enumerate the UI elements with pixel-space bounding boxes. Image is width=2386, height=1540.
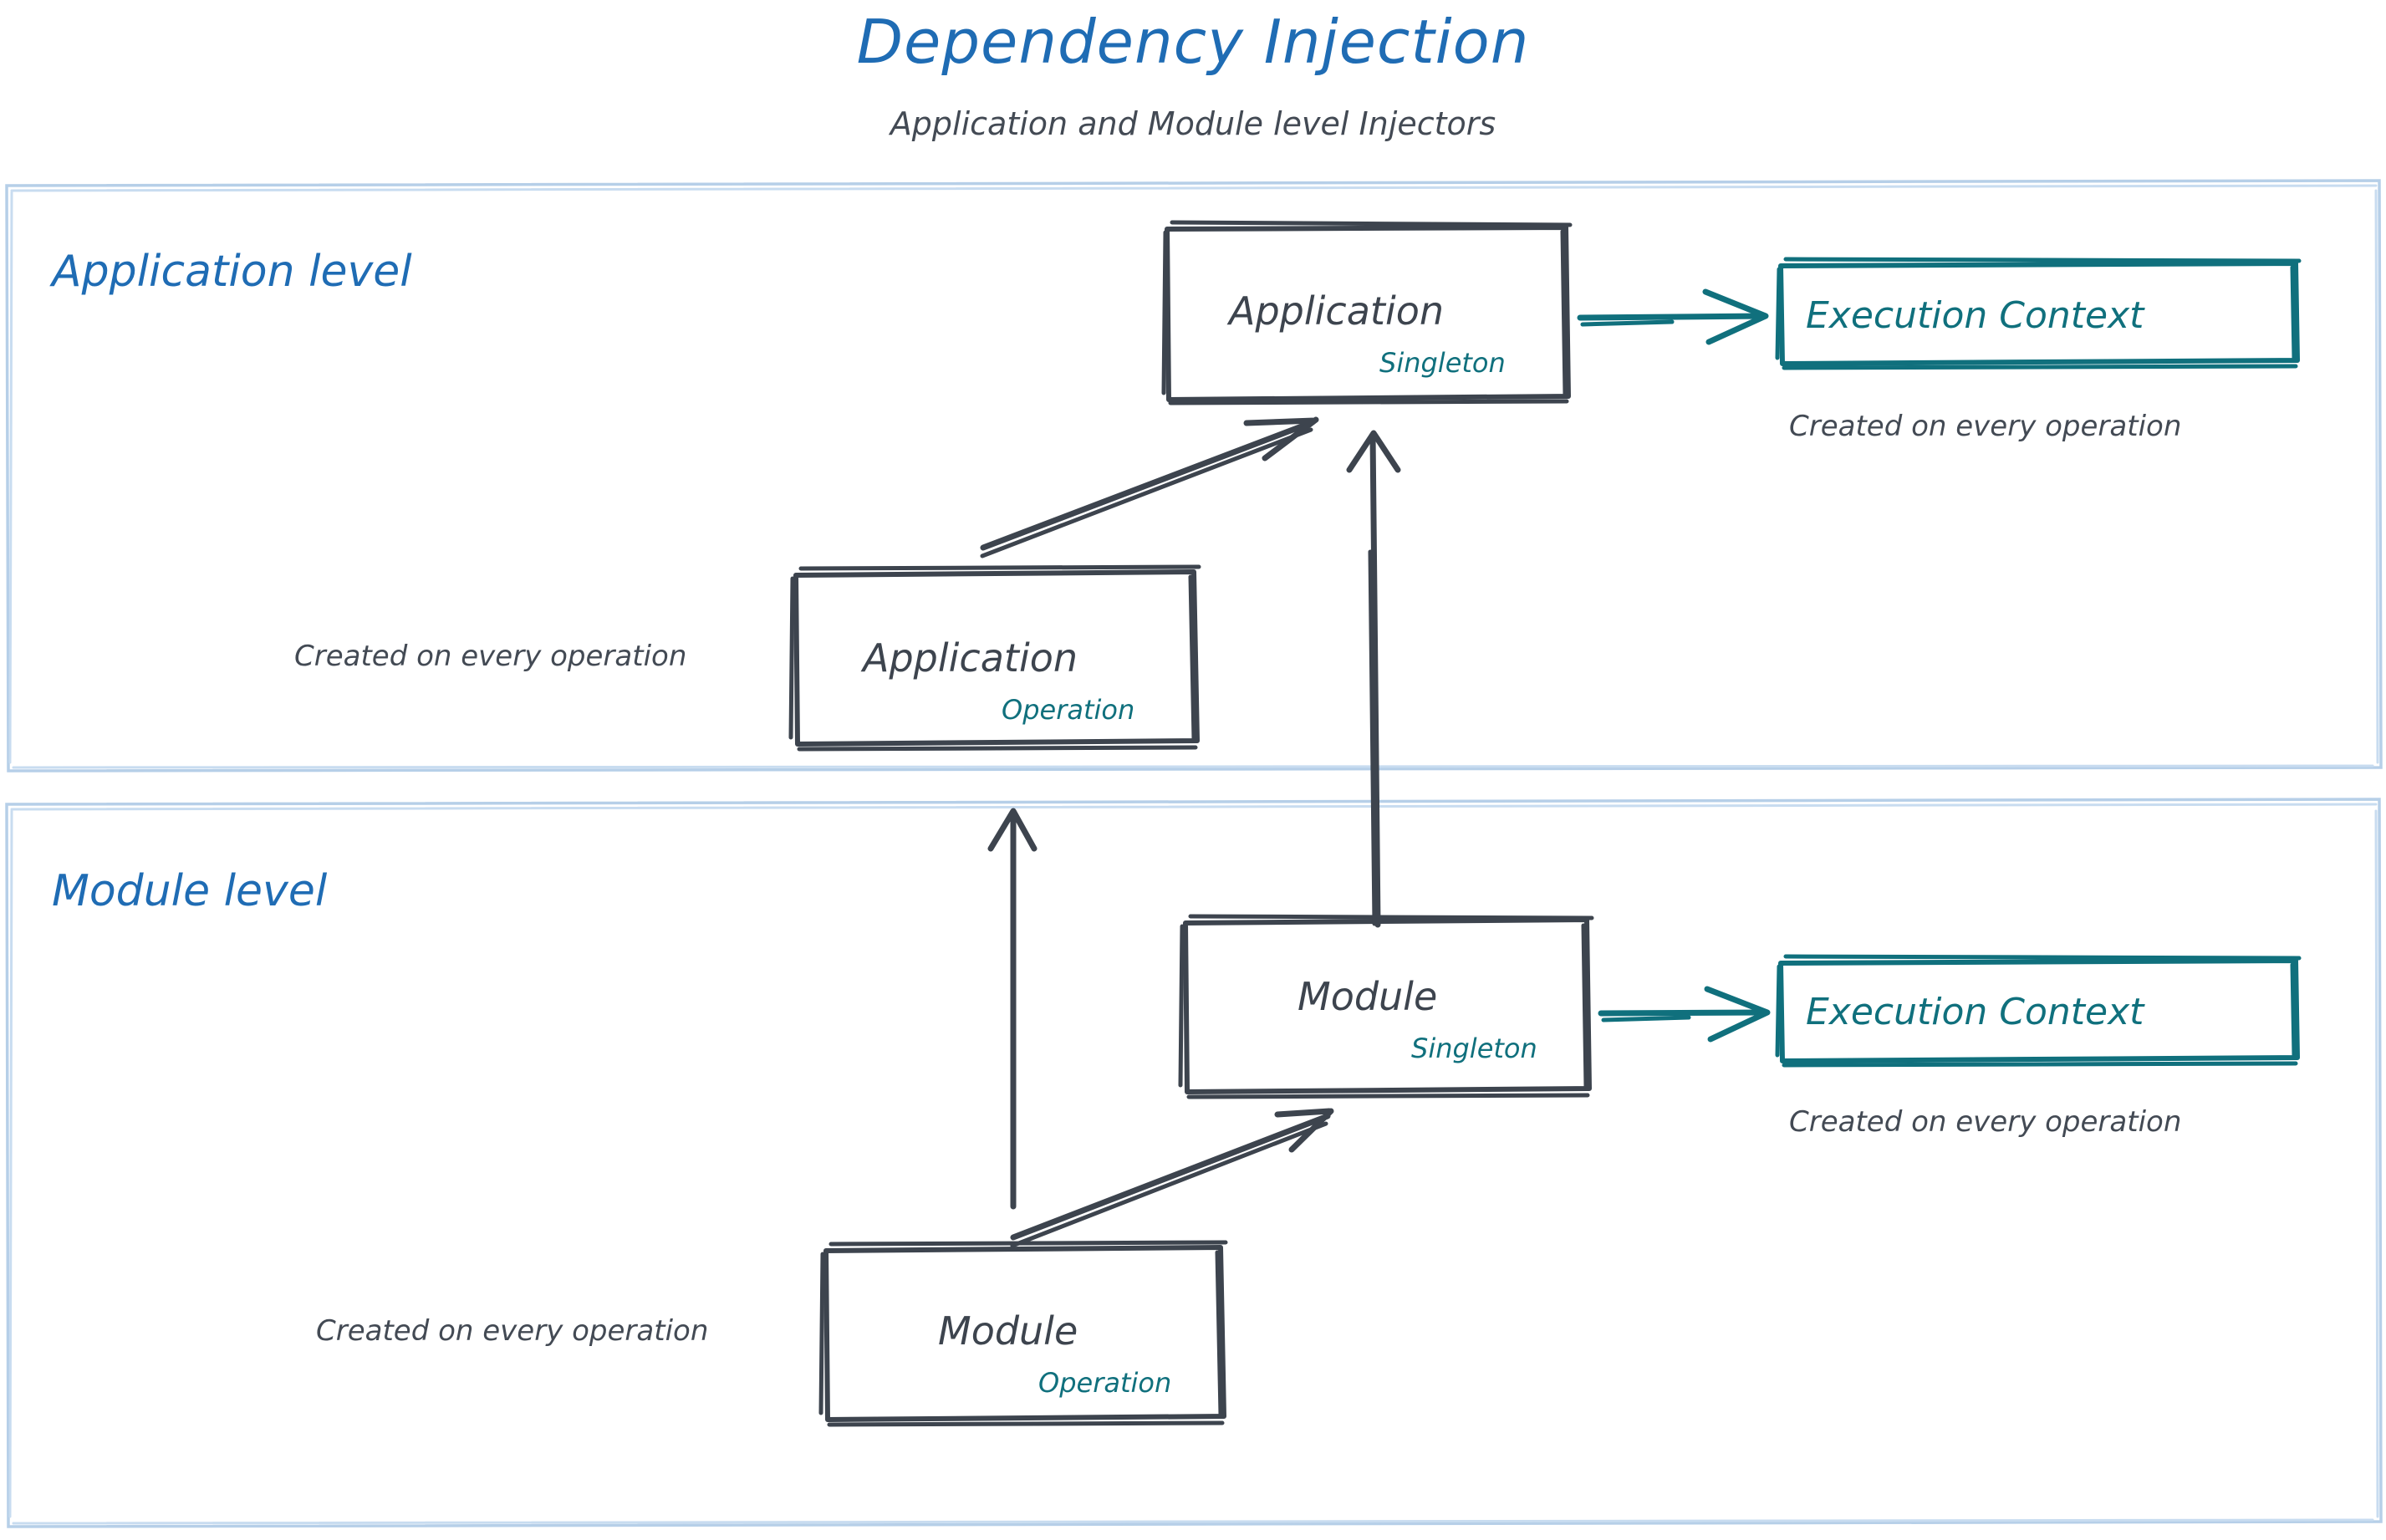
node-title-execution-context-application[interactable]: Execution Context [1806,294,2144,337]
node-title-module-operation[interactable]: Module [938,1308,1078,1354]
page-subtitle: Application and Module level Injectors [890,105,1496,142]
arrow-app-operation-to-app-singleton [980,416,1319,558]
node-scope-module-singleton: Singleton [1411,1033,1537,1064]
node-title-module-singleton[interactable]: Module [1298,974,1438,1019]
note-module-operation: Created on every operation [316,1314,709,1348]
node-title-application-singleton[interactable]: Application [1229,288,1445,334]
arrow-module-operation-to-module-singleton [1010,1108,1334,1248]
section-label-module-level: Module level [52,866,328,916]
arrow-module-singleton-to-app-singleton [1346,430,1401,928]
node-scope-application-operation: Operation [1002,694,1135,726]
section-label-application-level: Application level [52,247,412,297]
arrow-app-singleton-to-exec-context [1577,288,1769,345]
note-execution-context-application: Created on every operation [1789,410,2182,443]
node-scope-module-operation: Operation [1038,1367,1172,1399]
node-title-execution-context-module[interactable]: Execution Context [1806,991,2144,1033]
arrow-module-singleton-to-exec-context [1598,986,1771,1043]
arrow-module-operation-to-app-operation [987,808,1038,1210]
module-level-container [5,798,2383,1528]
note-application-operation: Created on every operation [294,640,687,673]
page-title: Dependency Injection [856,7,1530,77]
node-title-application-operation[interactable]: Application [863,635,1078,681]
note-execution-context-module: Created on every operation [1789,1105,2182,1139]
node-scope-application-singleton: Singleton [1379,347,1506,379]
